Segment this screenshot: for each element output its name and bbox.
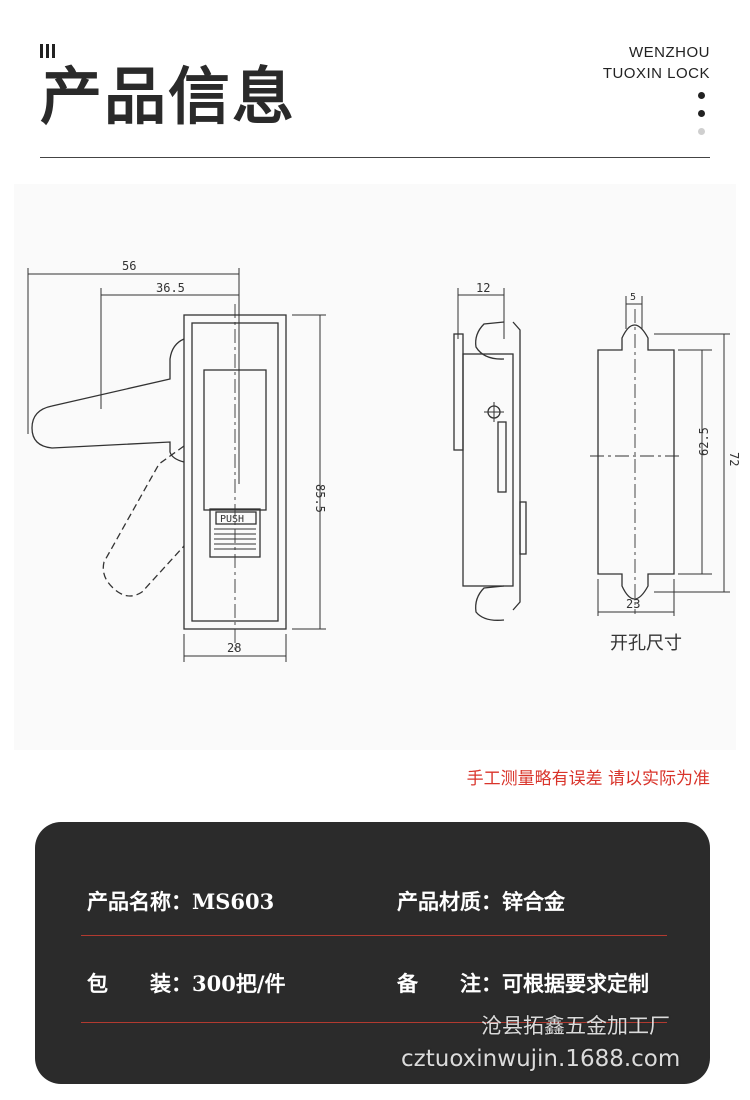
dim-23-label: 23: [626, 597, 640, 611]
product-name-field: 产品名称：MS603: [87, 886, 274, 916]
company-name-line1: WENZHOU: [629, 44, 710, 61]
drawing-svg: 56 36.5 85.5 28 PUSH 12 5 72 62.5 23 开孔尺…: [27, 259, 741, 662]
spec-divider: [81, 1022, 667, 1023]
header-divider: [40, 157, 710, 158]
page-title: 产品信息: [40, 60, 297, 133]
dim-56-label: 56: [122, 259, 136, 273]
technical-drawing: 56 36.5 85.5 28 PUSH 12 5 72 62.5 23 开孔尺…: [14, 184, 741, 750]
dot-icon: [698, 128, 705, 135]
dim-36-5-label: 36.5: [156, 281, 185, 295]
material-label: 产品材质：: [397, 889, 502, 914]
note-value: 可根据要求定制: [502, 971, 649, 996]
dot-icon: [698, 92, 705, 99]
dim-5-label: 5: [630, 292, 636, 303]
company-name-line2: TUOXIN LOCK: [602, 65, 710, 82]
package-value: 300把/件: [192, 971, 286, 996]
note-field: 备 注：可根据要求定制: [397, 968, 649, 998]
product-name-label: 产品名称：: [87, 889, 192, 914]
push-label: PUSH: [220, 514, 244, 525]
product-spec-card: 产品名称：MS603 产品材质：锌合金 包 装：300把/件 备 注：可根据要求…: [35, 822, 710, 1084]
material-field: 产品材质：锌合金: [397, 886, 565, 916]
brand-mark-icon: [40, 44, 56, 58]
measurement-disclaimer: 手工测量略有误差 请以实际为准: [466, 769, 710, 789]
dot-icon: [698, 110, 705, 117]
watermark-company: 沧县拓鑫五金加工厂: [481, 1014, 670, 1038]
dim-12-label: 12: [476, 281, 490, 295]
product-name-value: MS603: [192, 889, 275, 914]
company-name-en: WENZHOU TUOXIN LOCK: [603, 42, 710, 84]
package-label: 包 装：: [87, 971, 192, 996]
dim-62-5-label: 62.5: [697, 427, 711, 456]
spec-divider: [81, 935, 667, 936]
material-value: 锌合金: [502, 889, 565, 914]
package-field: 包 装：300把/件: [87, 968, 286, 998]
watermark-site: cztuoxinwujin.1688.com: [401, 1046, 681, 1072]
dim-28-label: 28: [227, 641, 241, 655]
note-label: 备 注：: [397, 971, 502, 996]
dim-72-label: 72: [727, 452, 741, 466]
cutout-size-label: 开孔尺寸: [610, 633, 682, 654]
decorative-dots: [698, 92, 706, 146]
dim-85-5-label: 85.5: [313, 484, 327, 513]
